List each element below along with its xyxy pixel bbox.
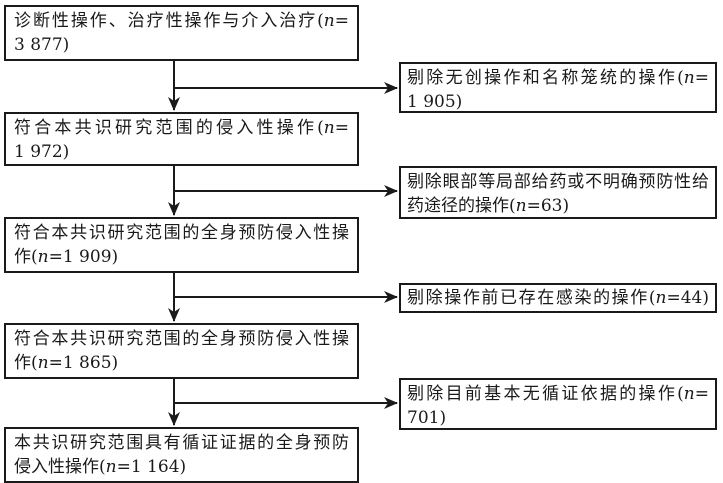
main-box-systemic-prophylaxis-2: 符合本共识研究范围的全身预防侵入性操 作(n=1 865) bbox=[4, 323, 359, 379]
n-symbol: n bbox=[683, 68, 695, 88]
n-symbol: n bbox=[515, 196, 527, 216]
exclusion-box-local-route: 剔除眼部等局部给药或不明确预防性给 药途径的操作(n=63) bbox=[399, 166, 717, 219]
box-text-line: 剔除无创操作和名称笼统的操作(n= bbox=[407, 68, 709, 88]
box-text-line: 剔除眼部等局部给药或不明确预防性给 bbox=[407, 172, 709, 192]
box-text-line: 作(n=1 865) bbox=[14, 353, 119, 373]
n-symbol: n bbox=[683, 384, 695, 404]
box-text-line: 药途径的操作(n=63) bbox=[407, 196, 570, 216]
n-symbol: n bbox=[323, 118, 335, 138]
exclusion-box-noninvasive: 剔除无创操作和名称笼统的操作(n= 1 905) bbox=[399, 62, 717, 113]
n-symbol: n bbox=[37, 353, 49, 373]
n-symbol: n bbox=[323, 11, 335, 31]
main-box-diagnostic-therapeutic: 诊断性操作、治疗性操作与介入治疗(n= 3 877) bbox=[4, 5, 359, 61]
box-text-line: 符合本共识研究范围的侵入性操作(n= bbox=[14, 118, 349, 138]
box-text-line: 剔除操作前已存在感染的操作(n=44) bbox=[407, 288, 709, 308]
box-text-line: 符合本共识研究范围的全身预防侵入性操 bbox=[14, 329, 349, 349]
main-box-systemic-prophylaxis-1: 符合本共识研究范围的全身预防侵入性操 作(n=1 909) bbox=[4, 217, 359, 273]
box-text-line: 剔除目前基本无循证依据的操作(n= bbox=[407, 384, 709, 404]
box-text-line: 诊断性操作、治疗性操作与介入治疗(n= bbox=[14, 11, 349, 31]
box-text-line: 符合本共识研究范围的全身预防侵入性操 bbox=[14, 223, 349, 243]
main-box-invasive-in-scope: 符合本共识研究范围的侵入性操作(n= 1 972) bbox=[4, 112, 359, 166]
box-text-line: 3 877) bbox=[14, 35, 70, 55]
box-text-line: 1 905) bbox=[407, 92, 463, 112]
box-text-line: 1 972) bbox=[14, 142, 70, 162]
n-symbol: n bbox=[37, 247, 49, 267]
exclusion-box-no-evidence: 剔除目前基本无循证依据的操作(n= 701) bbox=[399, 378, 717, 430]
exclusion-box-preexisting-infection: 剔除操作前已存在感染的操作(n=44) bbox=[399, 283, 717, 313]
n-symbol: n bbox=[655, 288, 667, 308]
box-text-line: 侵入性操作(n=1 164) bbox=[14, 457, 187, 477]
n-symbol: n bbox=[105, 457, 117, 477]
box-text-line: 701) bbox=[407, 408, 447, 428]
main-box-evidence-based: 本共识研究范围具有循证证据的全身预防 侵入性操作(n=1 164) bbox=[4, 427, 359, 483]
box-text-line: 作(n=1 909) bbox=[14, 247, 119, 267]
box-text-line: 本共识研究范围具有循证证据的全身预防 bbox=[14, 433, 349, 453]
